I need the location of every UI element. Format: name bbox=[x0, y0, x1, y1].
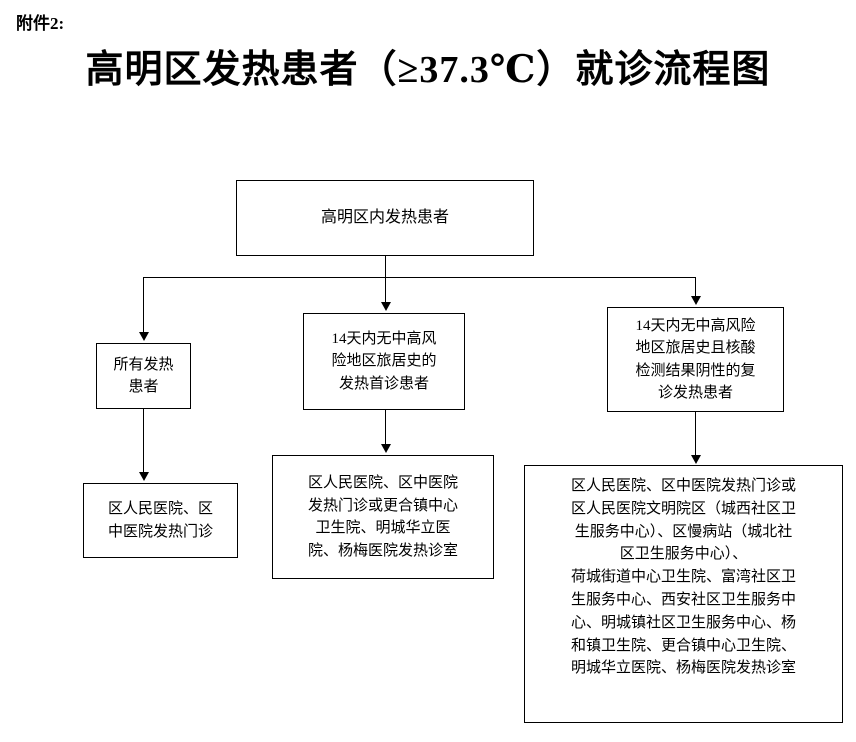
page-title: 高明区发热患者（≥37.3℃）就诊流程图 bbox=[85, 49, 771, 91]
connector-revisit-to-out-right bbox=[695, 412, 696, 457]
flow-node-first-visit-label: 14天内无中高风 险地区旅居史的 发热首诊患者 bbox=[331, 330, 437, 392]
arrow-to-out-mid bbox=[381, 444, 391, 453]
flow-node-out-right[interactable]: 区人民医院、区中医院发热门诊或 区人民医院文明院区（城西社区卫 生服务中心）、区… bbox=[524, 465, 843, 723]
flow-node-revisit-label: 14天内无中高风险 地区旅居史且核酸 检测结果阴性的复 诊发热患者 bbox=[635, 317, 756, 402]
flow-node-out-mid[interactable]: 区人民医院、区中医院 发热门诊或更合镇中心 卫生院、明城华立医 院、杨梅医院发热… bbox=[272, 455, 494, 579]
connector-to-revisit bbox=[695, 277, 696, 299]
flow-node-out-left-label: 区人民医院、区 中医院发热门诊 bbox=[107, 501, 213, 540]
flow-node-all-fever-label: 所有发热 患者 bbox=[113, 356, 174, 396]
flow-node-revisit[interactable]: 14天内无中高风险 地区旅居史且核酸 检测结果阴性的复 诊发热患者 bbox=[607, 307, 784, 412]
flow-node-first-visit[interactable]: 14天内无中高风 险地区旅居史的 发热首诊患者 bbox=[303, 313, 465, 410]
connector-to-all-fever bbox=[143, 277, 144, 334]
connector-to-first-visit bbox=[385, 277, 386, 304]
connector-first-visit-to-out-mid bbox=[385, 410, 386, 446]
arrow-to-all-fever bbox=[139, 332, 149, 341]
connector-all-fever-to-out-left bbox=[143, 409, 144, 474]
connector-trunk bbox=[143, 277, 696, 278]
flow-node-top-label: 高明区内发热患者 bbox=[320, 209, 449, 226]
flow-node-all-fever[interactable]: 所有发热 患者 bbox=[96, 343, 191, 409]
arrow-to-out-right bbox=[691, 455, 701, 464]
flow-node-out-left[interactable]: 区人民医院、区 中医院发热门诊 bbox=[83, 483, 238, 558]
arrow-to-first-visit bbox=[381, 302, 391, 311]
flow-node-top[interactable]: 高明区内发热患者 bbox=[236, 180, 534, 256]
arrow-to-revisit bbox=[691, 296, 701, 305]
attachment-label: 附件2: bbox=[16, 14, 65, 33]
connector-top-stem bbox=[385, 256, 386, 277]
flow-node-out-mid-label: 区人民医院、区中医院 发热门诊或更合镇中心 卫生院、明城华立医 院、杨梅医院发热… bbox=[307, 475, 458, 559]
arrow-to-out-left bbox=[139, 472, 149, 481]
flow-node-out-right-label: 区人民医院、区中医院发热门诊或 区人民医院文明院区（城西社区卫 生服务中心）、区… bbox=[570, 478, 796, 677]
